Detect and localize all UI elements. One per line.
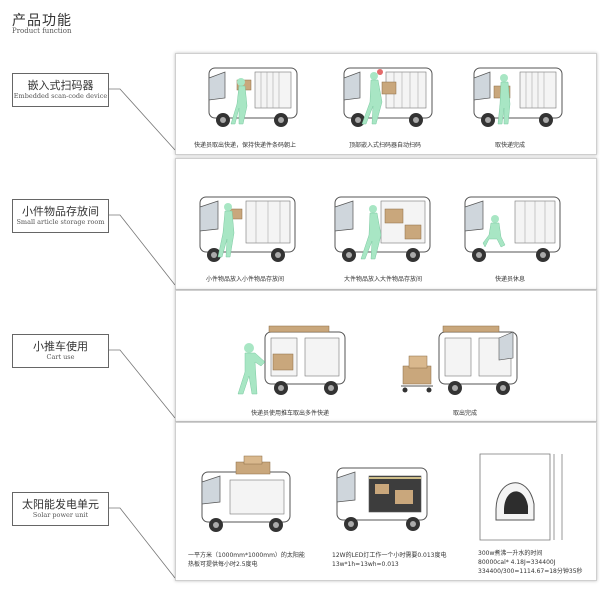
van-illustration-cart-1 (237, 325, 346, 395)
van-illustration-scan-2 (343, 67, 433, 127)
caption-line: 12W的LED灯工作一个小时需要0.013度电 (332, 552, 447, 559)
page-subtitle: Product function (12, 27, 72, 35)
caption-storage-1: 小件物品放入小件物品存放间 (205, 276, 284, 283)
section-title-en: Small article storage room (16, 218, 105, 226)
van-illustration-scan-1 (208, 67, 298, 127)
caption-line: 热板可提供每小时2.5度电 (188, 561, 258, 568)
section-label-scanner: 嵌入式扫码器 Embedded scan-code device (12, 73, 109, 107)
caption-storage-3: 快递员休息 (494, 276, 525, 283)
section-title-zh: 嵌入式扫码器 (27, 79, 94, 92)
van-illustration-storage-1 (199, 196, 296, 262)
caption-solar-1: 一平方米（1000mm*1000mm）的太阳能 热板可提供每小时2.5度电 (188, 551, 328, 569)
section-label-solar: 太阳能发电单元 Solar power unit (12, 492, 109, 526)
section-title-zh: 小推车使用 (33, 340, 88, 353)
caption-scan-1: 快递员取出快递，保持快递件条码朝上 (193, 142, 296, 149)
caption-storage-2: 大件物品放入大件物品存放间 (343, 276, 422, 283)
caption-cart-2: 取出完成 (452, 410, 477, 417)
caption-solar-3: 300w煮沸一升水的时间 80000cal* 4.18J=334400J 334… (478, 549, 593, 576)
caption-cart-1: 快递员使用推车取出多件快递 (250, 410, 329, 417)
van-illustration-storage-3 (464, 196, 561, 262)
van-illustration-solar-2 (336, 467, 428, 531)
page-title: 产品功能 (12, 13, 72, 29)
van-illustration-solar-3 (479, 453, 563, 541)
caption-line: 80000cal* 4.18J=334400J (478, 559, 556, 566)
caption-line: 一平方米（1000mm*1000mm）的太阳能 (188, 552, 305, 559)
section-label-cart: 小推车使用 Cart use (12, 334, 109, 368)
section-title-zh: 太阳能发电单元 (22, 498, 99, 511)
caption-line: 13w*1h=13wh=0.013 (332, 561, 399, 568)
caption-solar-2: 12W的LED灯工作一个小时需要0.013度电 13w*1h=13wh=0.01… (332, 551, 472, 569)
caption-line: 334400/300=1114.67=18分钟35秒 (478, 568, 583, 575)
van-illustration-scan-3 (473, 67, 563, 127)
caption-scan-3: 取快递完成 (494, 142, 525, 149)
caption-line: 300w煮沸一升水的时间 (478, 550, 543, 557)
section-title-en: Cart use (46, 353, 75, 361)
section-title-en: Solar power unit (32, 511, 89, 519)
van-illustration-cart-2 (401, 325, 518, 395)
section-title-en: Embedded scan-code device (13, 92, 108, 100)
van-illustration-storage-2 (334, 196, 431, 262)
caption-scan-2: 顶部嵌入式扫码器自动扫码 (348, 142, 421, 149)
van-illustration-solar-1 (201, 455, 291, 532)
section-label-storage: 小件物品存放间 Small article storage room (12, 199, 109, 233)
section-title-zh: 小件物品存放间 (22, 205, 99, 218)
